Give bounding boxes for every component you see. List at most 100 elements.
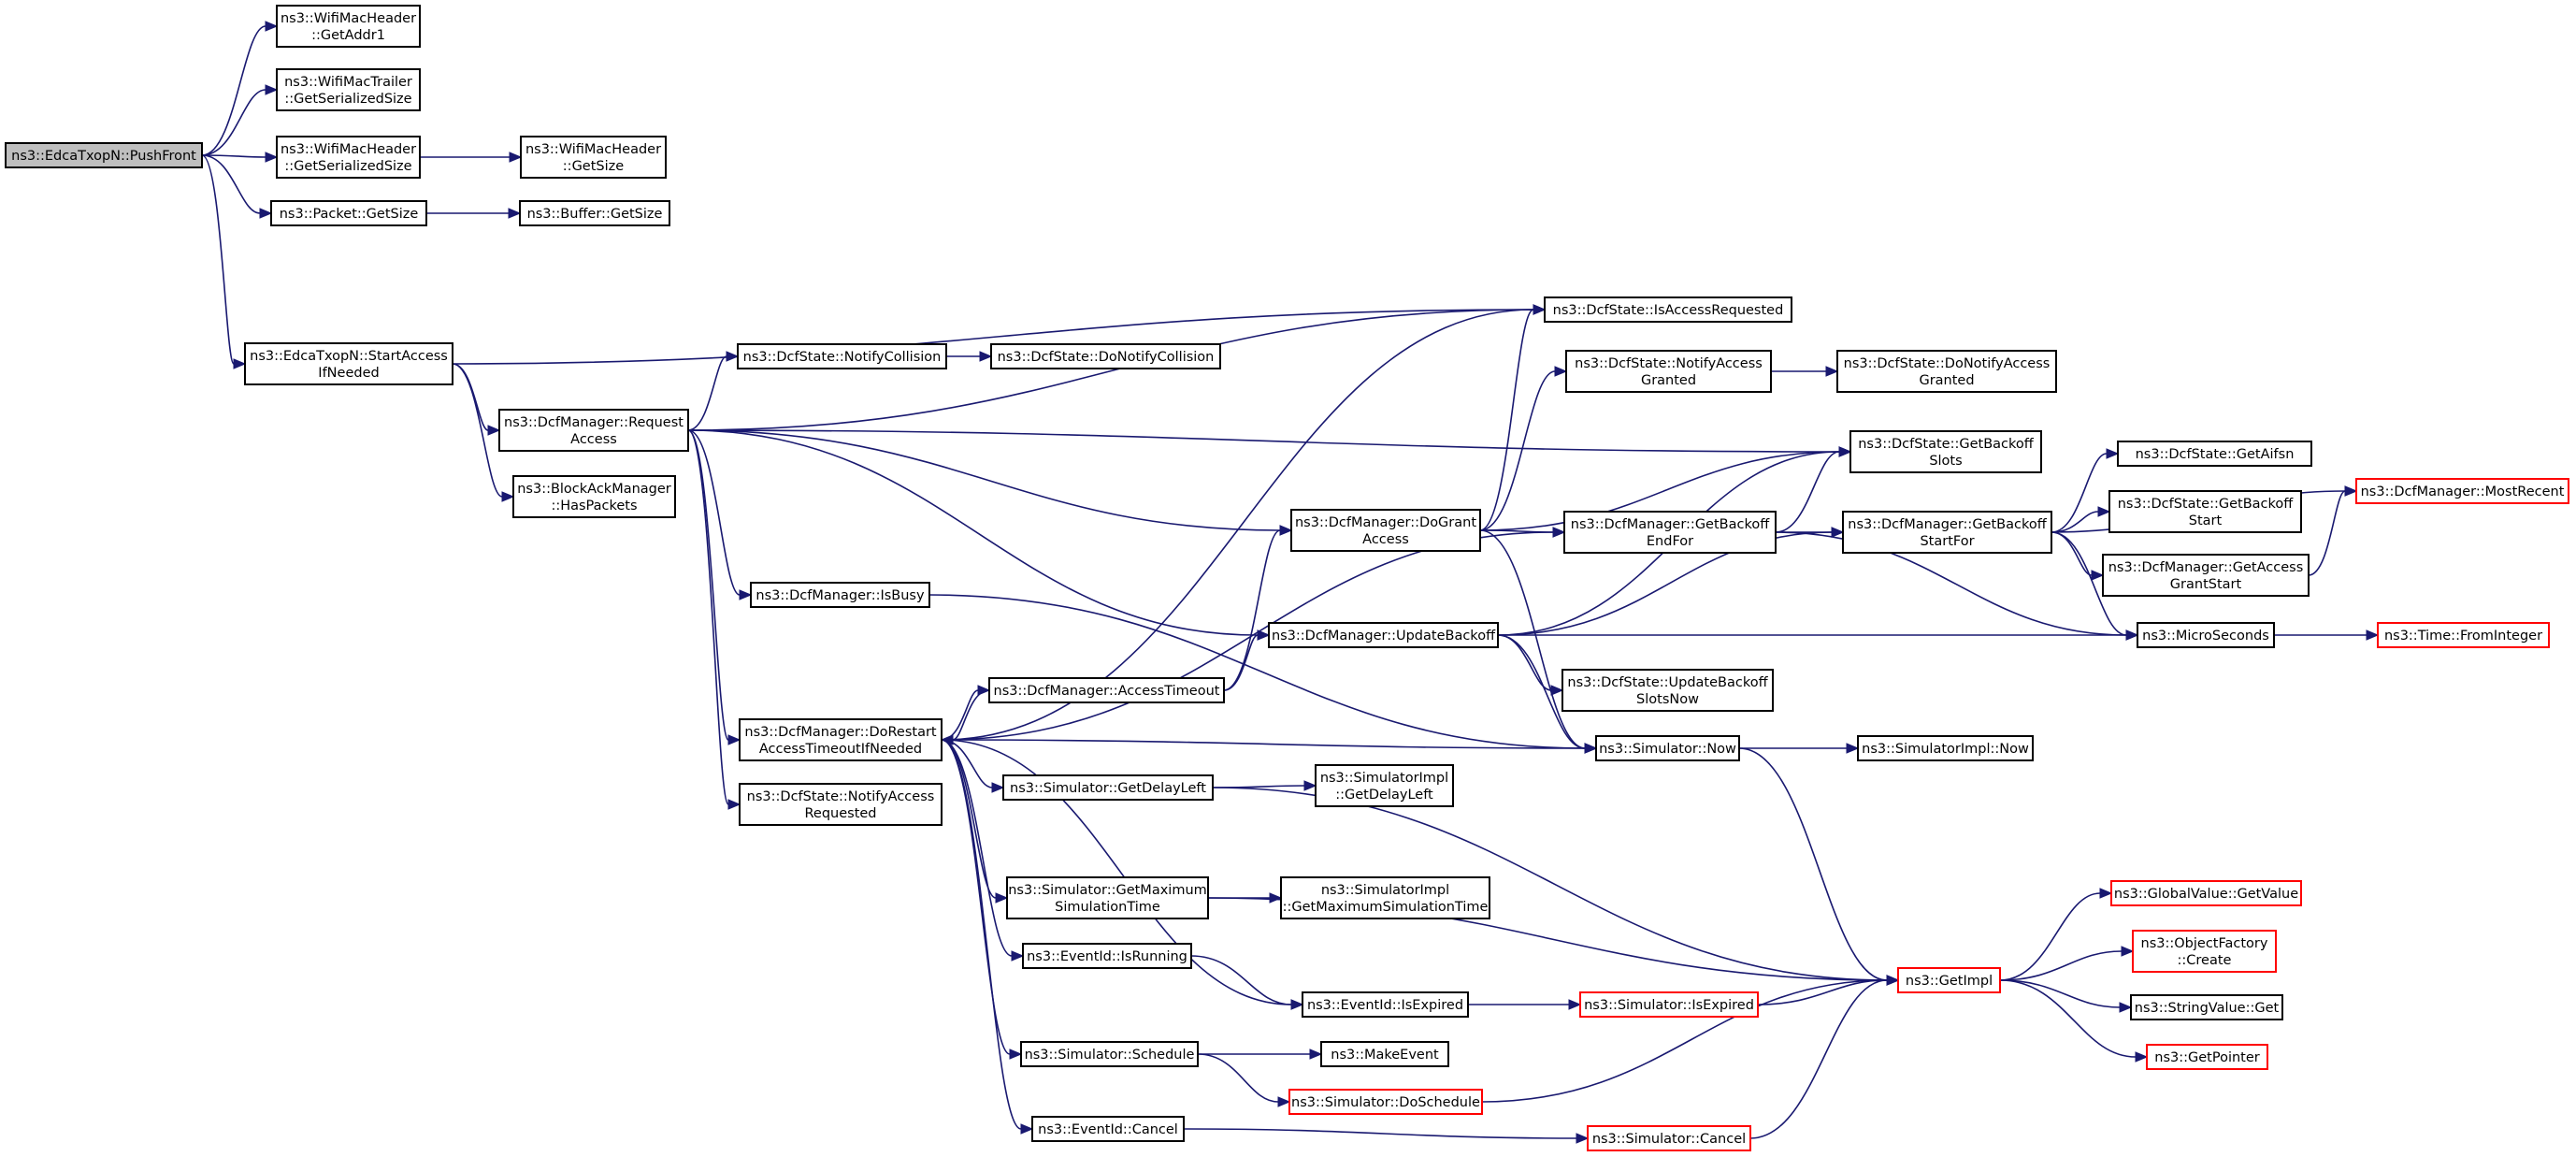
node-simcancel[interactable]: ns3::Simulator::Cancel	[1587, 1125, 1751, 1151]
node-label-line: IfNeeded	[318, 366, 379, 381]
node-donotifycoll[interactable]: ns3::DcfState::DoNotifyCollision	[990, 343, 1221, 369]
node-iseexpired[interactable]: ns3::EventId::IsExpired	[1302, 991, 1469, 1018]
edge-line	[201, 89, 266, 156]
edge-line	[1999, 979, 2121, 1008]
edge-accesstimeout-to-dogrant	[1223, 525, 1293, 691]
edge-pushfront-to-trailer_ser	[201, 84, 279, 156]
node-label-line: Access	[1362, 532, 1409, 547]
node-dorestart[interactable]: ns3::DcfManager::DoRestartAccessTimeoutI…	[739, 718, 943, 761]
edge-isbusy-to-simnow	[928, 594, 1598, 754]
node-box	[2110, 880, 2302, 906]
node-mostrecent[interactable]: ns3::DcfManager::MostRecent	[2355, 478, 2569, 504]
node-microseconds[interactable]: ns3::MicroSeconds	[2137, 622, 2275, 648]
edge-arrowhead	[1831, 527, 1845, 538]
edge-arrowhead	[1009, 1049, 1023, 1060]
node-doschedule[interactable]: ns3::Simulator::DoSchedule	[1288, 1089, 1483, 1115]
node-label-line: ns3::DcfState::DoNotifyCollision	[998, 350, 1215, 365]
node-getdelayleft[interactable]: ns3::Simulator::GetDelayLeft	[1002, 774, 1214, 801]
node-label-line: ns3::GetPointer	[2154, 1050, 2260, 1065]
edge-arrowhead	[233, 358, 247, 369]
node-accesstimeout[interactable]: ns3::DcfManager::AccessTimeout	[988, 677, 1225, 703]
node-label-line: ns3::Simulator::DoSchedule	[1291, 1095, 1480, 1110]
edge-arrowhead	[1576, 1133, 1590, 1144]
node-simimplnow[interactable]: ns3::SimulatorImpl::Now	[1857, 735, 2034, 761]
node-impl_getmaxsimtime[interactable]: ns3::SimulatorImpl::GetMaximumSimulation…	[1280, 876, 1490, 919]
edge-arrowhead	[995, 892, 1009, 904]
edge-line	[941, 689, 979, 741]
node-isrunning[interactable]: ns3::EventId::IsRunning	[1022, 943, 1192, 969]
edge-requestaccess-to-dogrant	[687, 429, 1293, 536]
node-eventcancel[interactable]: ns3::EventId::Cancel	[1031, 1116, 1185, 1142]
edge-arrowhead	[508, 208, 522, 219]
node-getaddr1[interactable]: ns3::WifiMacHeader::GetAddr1	[276, 5, 421, 48]
node-pushfront[interactable]: ns3::EdcaTxopN::PushFront	[5, 142, 203, 168]
edge-line	[941, 739, 1013, 957]
node-stringvalue[interactable]: ns3::StringValue::Get	[2130, 994, 2283, 1020]
node-isaccessreq[interactable]: ns3::DcfState::IsAccessRequested	[1544, 296, 1792, 323]
node-globalvalue[interactable]: ns3::GlobalValue::GetValue	[2110, 880, 2302, 906]
edge-getimpl-to-stringvalue	[1999, 979, 2133, 1013]
node-simnow[interactable]: ns3::Simulator::Now	[1595, 735, 1740, 761]
node-label-line: ns3::GlobalValue::GetValue	[2114, 887, 2298, 902]
edge-getimpl-to-globalvalue	[1999, 888, 2113, 981]
edge-backoffstartfor-to-getaccessgrantstart	[2051, 531, 2105, 581]
node-label-line: ns3::DcfState::GetBackoff	[1858, 437, 2035, 452]
node-notifycoll[interactable]: ns3::DcfState::NotifyCollision	[737, 343, 947, 369]
edge-line	[1190, 955, 1292, 1005]
node-header_ser[interactable]: ns3::WifiMacHeader::GetSerializedSize	[276, 136, 421, 179]
node-getimpl[interactable]: ns3::GetImpl	[1897, 967, 2001, 993]
node-simisexpired[interactable]: ns3::Simulator::IsExpired	[1579, 991, 1759, 1018]
edge-simnow-to-getimpl	[1738, 747, 1900, 986]
node-trailer_ser[interactable]: ns3::WifiMacTrailer::GetSerializedSize	[276, 68, 421, 111]
node-getpointer[interactable]: ns3::GetPointer	[2146, 1044, 2268, 1070]
edge-dorestart-to-accesstimeout	[941, 685, 991, 741]
node-label-line: ns3::DcfManager::DoRestart	[744, 725, 937, 740]
edge-arrowhead	[979, 351, 993, 362]
node-impl_getdelayleft[interactable]: ns3::SimulatorImpl::GetDelayLeft	[1315, 764, 1454, 807]
edge-header_ser-to-header_size	[420, 152, 523, 163]
edge-arrowhead	[1550, 685, 1564, 696]
node-buffer_size[interactable]: ns3::Buffer::GetSize	[519, 200, 670, 226]
edge-line	[2051, 453, 2108, 533]
node-box	[1315, 764, 1454, 807]
edge-arrowhead	[1552, 527, 1566, 538]
node-haspackets[interactable]: ns3::BlockAckManager::HasPackets	[512, 475, 676, 518]
node-frominteger[interactable]: ns3::Time::FromInteger	[2377, 622, 2550, 648]
node-label-line: ::GetAddr1	[311, 28, 385, 43]
node-isbusy[interactable]: ns3::DcfManager::IsBusy	[750, 582, 930, 608]
edge-line	[1999, 979, 2137, 1058]
node-getaifsn[interactable]: ns3::DcfState::GetAifsn	[2117, 441, 2312, 467]
node-updatebackoff[interactable]: ns3::DcfManager::UpdateBackoff	[1268, 622, 1499, 648]
node-getmaxsimtime[interactable]: ns3::Simulator::GetMaximumSimulationTime	[1006, 876, 1209, 919]
edge-arrowhead	[265, 152, 279, 163]
node-header_size[interactable]: ns3::WifiMacHeader::GetSize	[520, 136, 667, 179]
node-label-line: SimulationTime	[1055, 900, 1160, 915]
node-schedule[interactable]: ns3::Simulator::Schedule	[1020, 1041, 1199, 1067]
edge-arrowhead	[2344, 485, 2358, 497]
node-box	[520, 136, 667, 179]
node-packet_size[interactable]: ns3::Packet::GetSize	[270, 200, 427, 226]
node-label-line: ns3::Simulator::GetMaximum	[1008, 883, 1207, 898]
node-makeevent[interactable]: ns3::MakeEvent	[1320, 1041, 1449, 1067]
edge-updatebackoff-to-backoffstartfor	[1497, 527, 1845, 636]
node-box	[1857, 735, 2034, 761]
node-box	[2137, 622, 2275, 648]
edge-packet_size-to-buffer_size	[426, 208, 522, 219]
edge-arrowhead	[1020, 1123, 1034, 1135]
node-objectfactory[interactable]: ns3::ObjectFactory::Create	[2132, 930, 2277, 973]
edge-line	[1479, 370, 1556, 531]
edge-line	[2308, 490, 2346, 576]
edge-backoffstartfor-to-getaifsn	[2051, 448, 2120, 533]
